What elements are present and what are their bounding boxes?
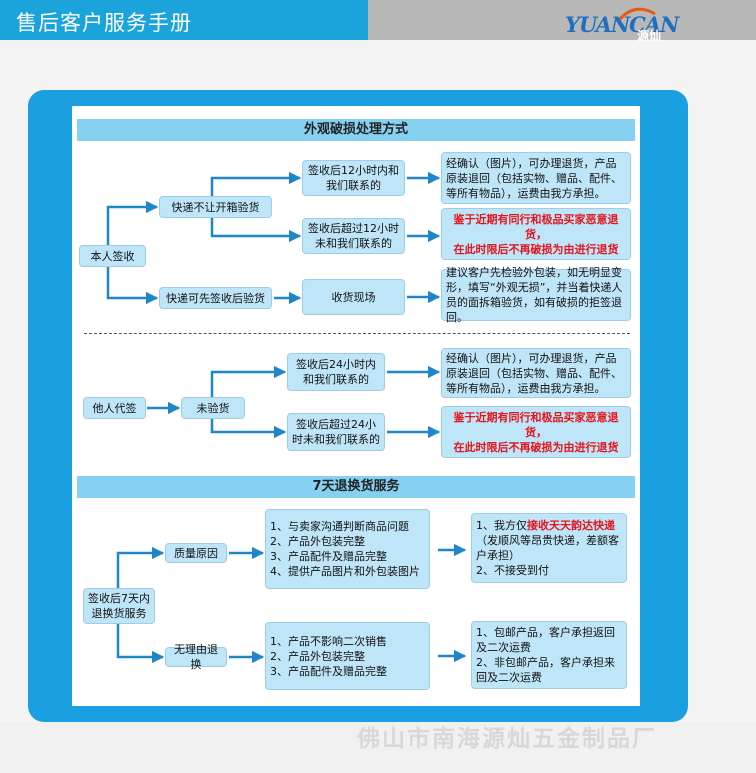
quality-box: 质量原因 — [165, 543, 227, 563]
quality-item-2: 2、产品外包装完整 — [270, 535, 365, 548]
no-reason-conditions-box: 1、产品不影响二次销售 2、产品外包装完整 3、产品配件及赠品完整 — [265, 622, 430, 690]
seven-day-start-box: 签收后7天内退换货服务 — [83, 588, 155, 624]
footer-bar — [0, 722, 756, 773]
quality-item-3: 3、产品配件及赠品完整 — [270, 550, 387, 563]
self-sign-box: 本人签收 — [79, 245, 146, 267]
on-site-box: 收货现场 — [302, 279, 405, 315]
no-reason-result-1: 1、包邮产品，客户承担返回及二次运费 — [476, 626, 615, 654]
warn24-line2: 在此时限后不再破损为由进行退货 — [453, 440, 619, 454]
brand-logo: YUANCAN 源灿 — [565, 6, 700, 43]
section3-title: 7天退换货服务 — [77, 476, 635, 498]
no-reason-result-box: 1、包邮产品，客户承担返回及二次运费 2、非包邮产品，客户承担来回及二次运费 — [471, 621, 627, 689]
warn12-line2: 在此时限后不再破损为由进行退货 — [453, 242, 619, 256]
page-title: 售后客户服务手册 — [16, 11, 192, 35]
quality-result-box: 1、我方仅接收天天韵达快递 （发顺风等昂贵快递，差额客户承担） 2、不接受到付 — [471, 513, 627, 583]
on-site-result-box: 建议客户先检验外包装，如无明显变形，填写“外观无损”，并当着快递人员的面拆箱验货… — [441, 266, 631, 324]
no-reason-item-3: 3、产品配件及赠品完整 — [270, 664, 387, 678]
other-sign-box: 他人代签 — [83, 397, 146, 419]
company-name: 佛山市南海源灿五金制品厂 — [357, 726, 657, 752]
swoosh-icon — [617, 7, 656, 22]
quality-result-1-red: 接收天天韵达快递 — [527, 519, 615, 532]
within12-box: 签收后12小时内和我们联系的 — [302, 160, 405, 196]
can-open-box: 快递可先签收后验货 — [159, 287, 272, 309]
quality-item-4: 4、提供产品图片和外包装图片 — [270, 565, 420, 578]
header-bar — [0, 0, 368, 40]
logo-text: YUANCAN — [565, 12, 679, 37]
warn24-box: 鉴于近期有同行和极品买家恶意退货， 在此时限后不再破损为由进行退货 — [441, 406, 631, 458]
no-reason-result-2: 2、非包邮产品，客户承担来回及二次运费 — [476, 656, 615, 684]
quality-result-1: 1、我方仅接收天天韵达快递 （发顺风等昂贵快递，差额客户承担） — [476, 518, 622, 563]
within24-box: 签收后24小时内和我们联系的 — [287, 353, 385, 391]
quality-result-1-post: （发顺风等昂贵快递，差额客户承担） — [476, 534, 619, 562]
quality-result-2: 2、不接受到付 — [476, 564, 549, 577]
warn12-box: 鉴于近期有同行和极品买家恶意退货， 在此时限后不再破损为由进行退货 — [441, 208, 631, 260]
header-gray-strip — [368, 0, 756, 40]
no-check-box: 未验货 — [181, 397, 245, 419]
section1-title: 外观破损处理方式 — [77, 119, 635, 141]
section-divider — [84, 333, 630, 334]
quality-conditions-box: 1、与卖家沟通判断商品问题 2、产品外包装完整 3、产品配件及赠品完整 4、提供… — [265, 509, 430, 589]
no-open-box: 快递不让开箱验货 — [159, 196, 272, 218]
within12-result-box: 经确认（图片），可办理退货，产品原装退回（包括实物、赠品、配件、等所有物品），运… — [441, 152, 631, 204]
warn24-line1: 鉴于近期有同行和极品买家恶意退货， — [453, 410, 619, 439]
quality-item-1: 1、与卖家沟通判断商品问题 — [270, 520, 409, 533]
within24-result-box: 经确认（图片），可办理退货，产品原装退回（包括实物、赠品、配件、等所有物品），运… — [441, 348, 631, 398]
warn12-line1: 鉴于近期有同行和极品买家恶意退货， — [453, 212, 619, 241]
no-reason-item-1: 1、产品不影响二次销售 — [270, 634, 387, 648]
no-reason-item-2: 2、产品外包装完整 — [270, 649, 365, 663]
over24-box: 签收后超过24小时未和我们联系的 — [287, 413, 385, 451]
quality-result-1-pre: 1、我方仅 — [476, 519, 527, 532]
over12-box: 签收后超过12小时未和我们联系的 — [302, 218, 405, 254]
no-reason-box: 无理由退换 — [165, 643, 227, 671]
logo-cn: 源灿 — [637, 29, 662, 43]
